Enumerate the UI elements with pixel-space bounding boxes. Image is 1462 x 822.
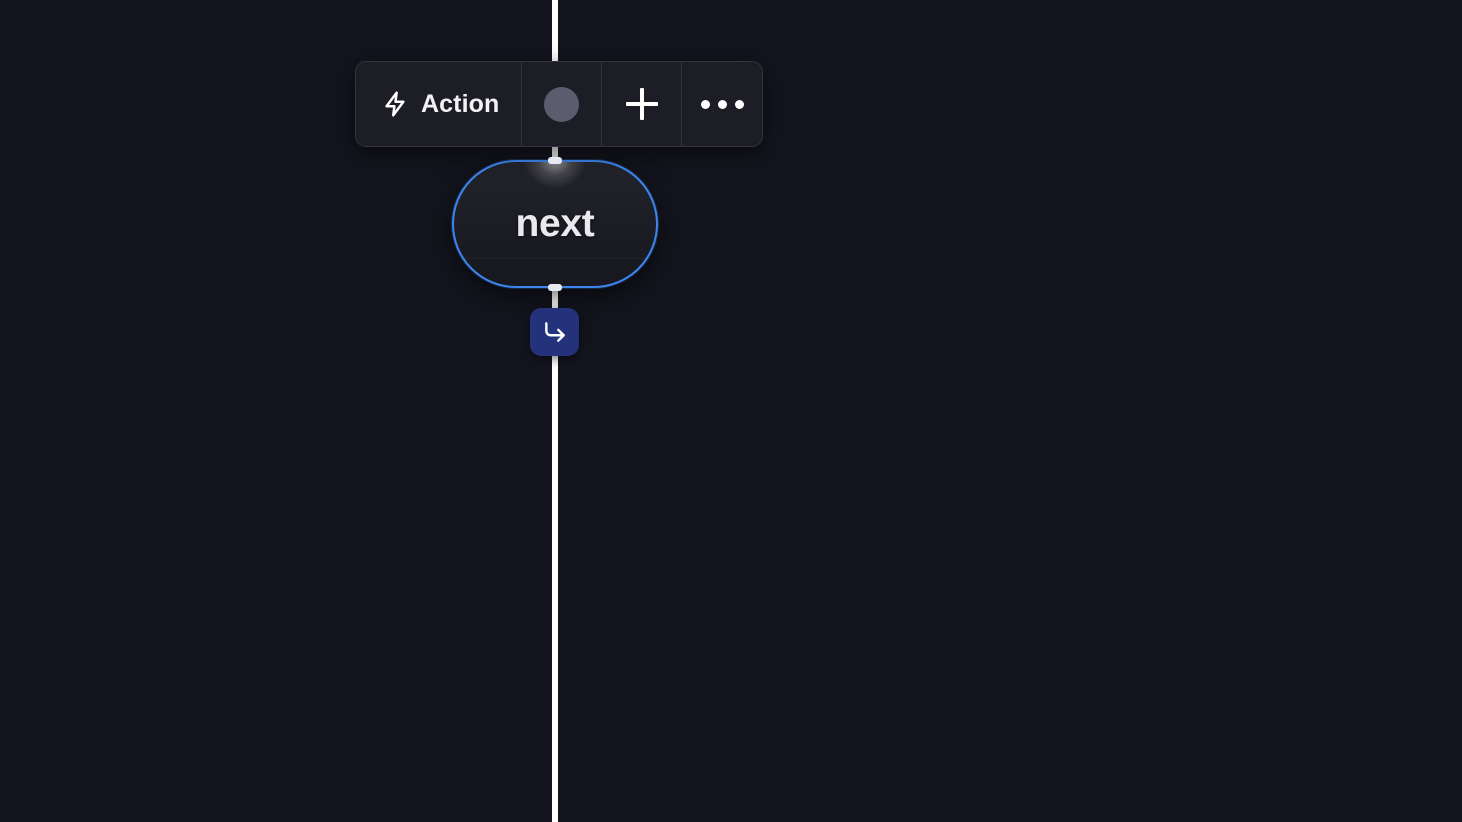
more-horizontal-icon (700, 99, 744, 109)
action-button[interactable]: Action (356, 62, 523, 146)
color-swatch-circle-icon (544, 86, 580, 122)
node-source-handle[interactable] (548, 284, 562, 291)
node-action-toolbar[interactable]: Action (355, 61, 764, 147)
action-button-label: Action (421, 89, 500, 118)
flow-node-label: next (515, 202, 595, 245)
color-swatch-button[interactable] (522, 62, 603, 146)
node-inner-divider (454, 258, 656, 259)
more-options-button[interactable] (682, 62, 763, 146)
node-top-glow (524, 162, 586, 188)
flow-node[interactable]: next (452, 160, 658, 288)
plus-icon (625, 87, 659, 121)
node-target-handle[interactable] (548, 157, 562, 164)
corner-down-right-arrow-icon (544, 322, 565, 342)
branch-badge[interactable] (530, 308, 579, 356)
lightning-bolt-icon (382, 89, 409, 119)
connector-edge-bottom[interactable] (552, 318, 558, 822)
connector-edge-middle[interactable] (552, 282, 558, 318)
add-node-button[interactable] (602, 62, 683, 146)
